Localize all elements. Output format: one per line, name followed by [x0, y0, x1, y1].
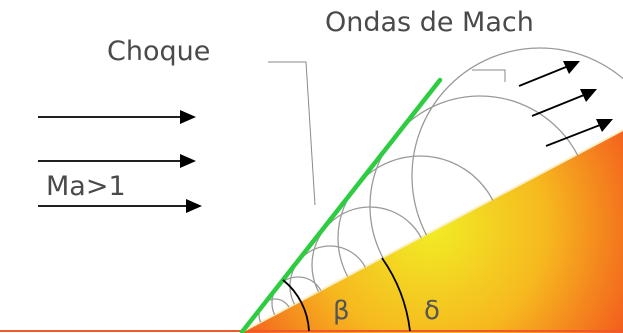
mach-waves-leader-line [472, 69, 506, 82]
arrow-right-icon [38, 110, 196, 124]
deflected-flow-arrows [518, 61, 613, 147]
wedge-surface [239, 129, 623, 333]
shock-label: Choque [107, 36, 211, 67]
shock-angle-label: β [333, 296, 350, 326]
mach-waves-label: Ondas de Mach [325, 7, 534, 38]
arrow-right-icon [518, 61, 580, 87]
arrow-right-icon [38, 199, 202, 213]
shock-leader-line [268, 61, 316, 206]
arrow-right-icon [531, 89, 597, 117]
freestream-arrows [38, 110, 202, 213]
deflection-angle-arc [381, 257, 411, 332]
arrow-right-icon [38, 154, 196, 168]
deflection-angle-label: δ [424, 296, 440, 326]
shock-line [239, 77, 443, 333]
mach-number-label: Ma>1 [46, 171, 126, 202]
shock-angle-arc [282, 279, 310, 332]
arrow-right-icon [545, 119, 613, 147]
